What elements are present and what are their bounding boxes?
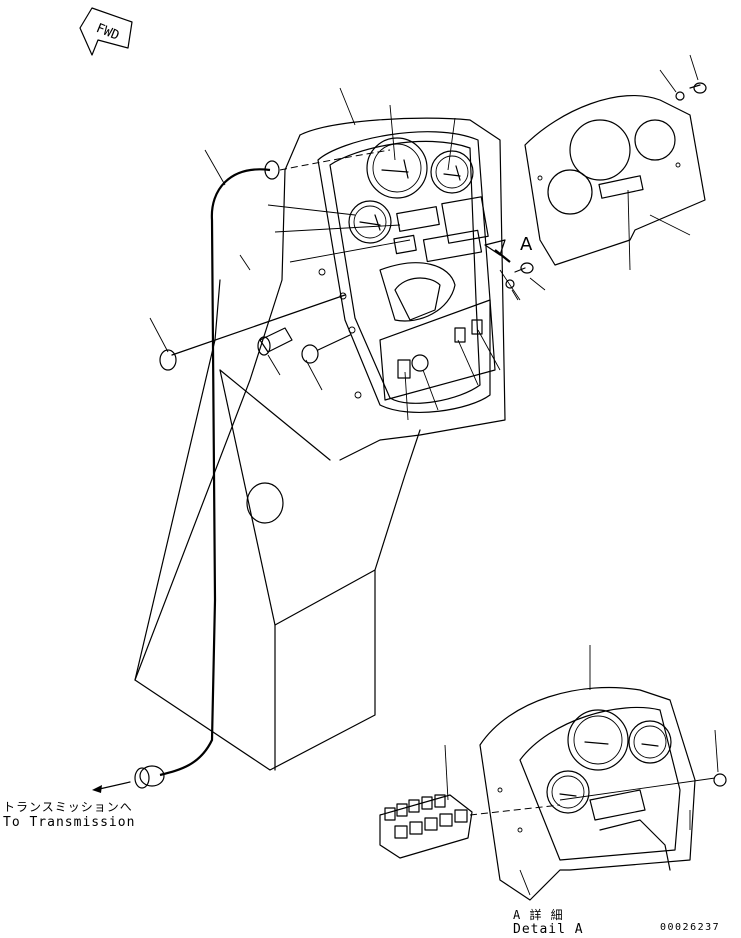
detail-a-view — [379, 645, 727, 901]
console-column — [134, 117, 506, 771]
transmission-label-jp: トランスミッションへ — [3, 800, 133, 814]
drawing-number: 00026237 — [660, 922, 721, 933]
small-parts — [159, 294, 351, 371]
view-arrow-icon: A — [484, 234, 533, 263]
transmission-label-en: To Transmission — [3, 815, 136, 830]
detail-marker: A — [520, 234, 533, 255]
transmission-cable — [92, 149, 391, 793]
leader-lines — [149, 87, 521, 421]
fwd-arrow-icon: FWD — [79, 7, 133, 56]
gauge-cover — [505, 54, 707, 301]
detail-caption-jp: A 詳 細 — [513, 908, 564, 922]
detail-caption-en: Detail A — [513, 922, 584, 937]
